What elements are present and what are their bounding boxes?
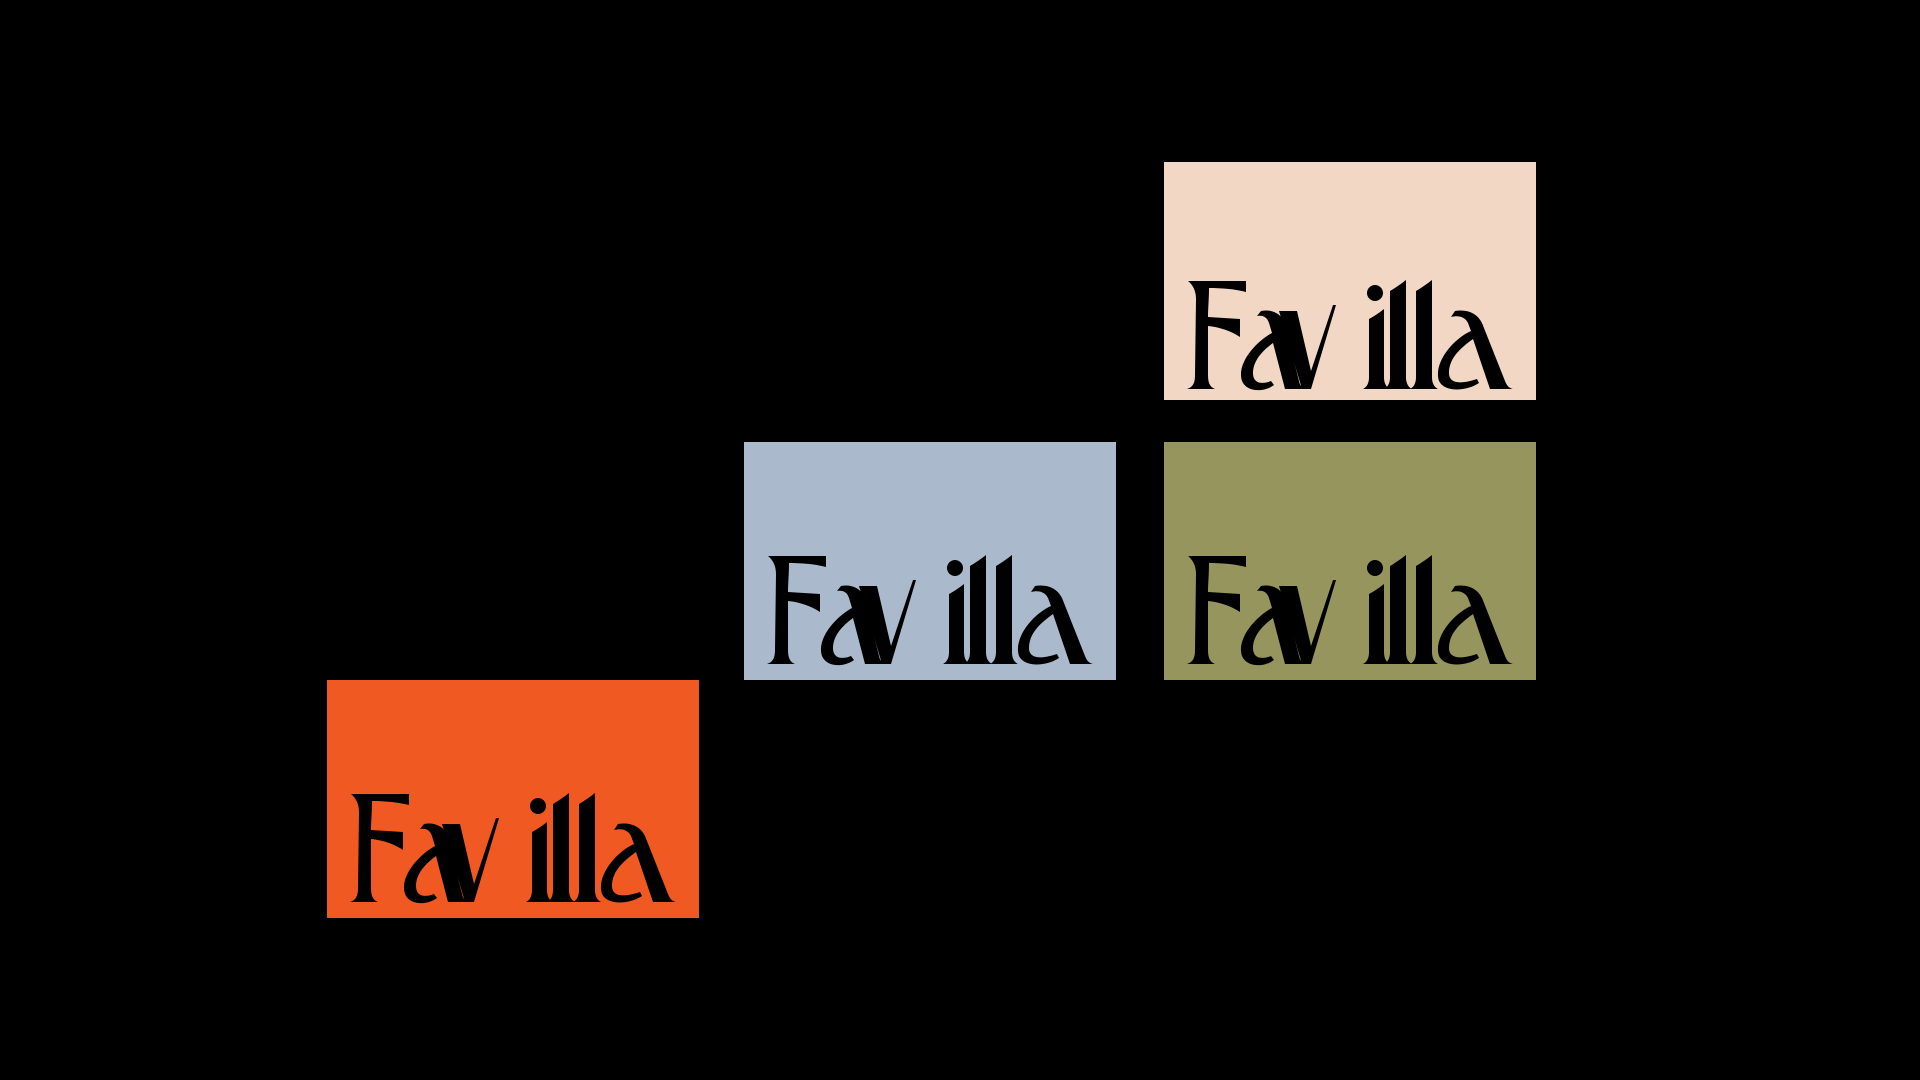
- favilla-wordmark-logo-icon: [744, 442, 1116, 680]
- favilla-wordmark-logo-icon: [1164, 162, 1536, 400]
- favilla-wordmark-logo-icon: [1164, 442, 1536, 680]
- favilla-card-orange: Favilla: [327, 680, 699, 918]
- favilla-card-peach: Favilla: [1164, 162, 1536, 400]
- favilla-card-blue: Favilla: [744, 442, 1116, 680]
- favilla-wordmark-logo-icon: [327, 680, 699, 918]
- favilla-card-olive: Favilla: [1164, 442, 1536, 680]
